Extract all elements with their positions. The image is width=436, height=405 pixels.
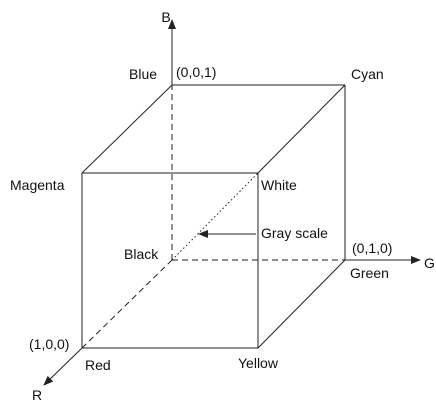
red-axis-label: R [32, 387, 42, 403]
edge-green-yellow [257, 259, 346, 349]
red-vertex-label: Red [85, 357, 111, 373]
white-vertex-label: White [261, 177, 297, 193]
blue-coordinate-label: (0,0,1) [176, 64, 216, 80]
red-coordinate-label: (1,0,0) [29, 336, 69, 352]
green-vertex-label: Green [350, 265, 389, 281]
blue-vertex-label: Blue [129, 66, 157, 82]
green-coordinate-label: (0,1,0) [352, 240, 392, 256]
yellow-vertex-label: Yellow [238, 355, 279, 371]
edge-cyan-white [257, 84, 346, 174]
black-vertex-label: Black [124, 246, 159, 262]
green-axis-label: G [424, 255, 435, 271]
red-axis-arrow [43, 347, 83, 386]
front-face [81, 172, 259, 349]
cyan-vertex-label: Cyan [351, 66, 384, 82]
blue-axis-label: B [161, 9, 170, 25]
gray-scale-diagonal [171, 172, 259, 261]
magenta-vertex-label: Magenta [10, 177, 65, 193]
hidden-edge-black-red [81, 259, 173, 349]
gray-scale-label: Gray scale [261, 225, 328, 241]
edge-blue-magenta [81, 84, 173, 174]
